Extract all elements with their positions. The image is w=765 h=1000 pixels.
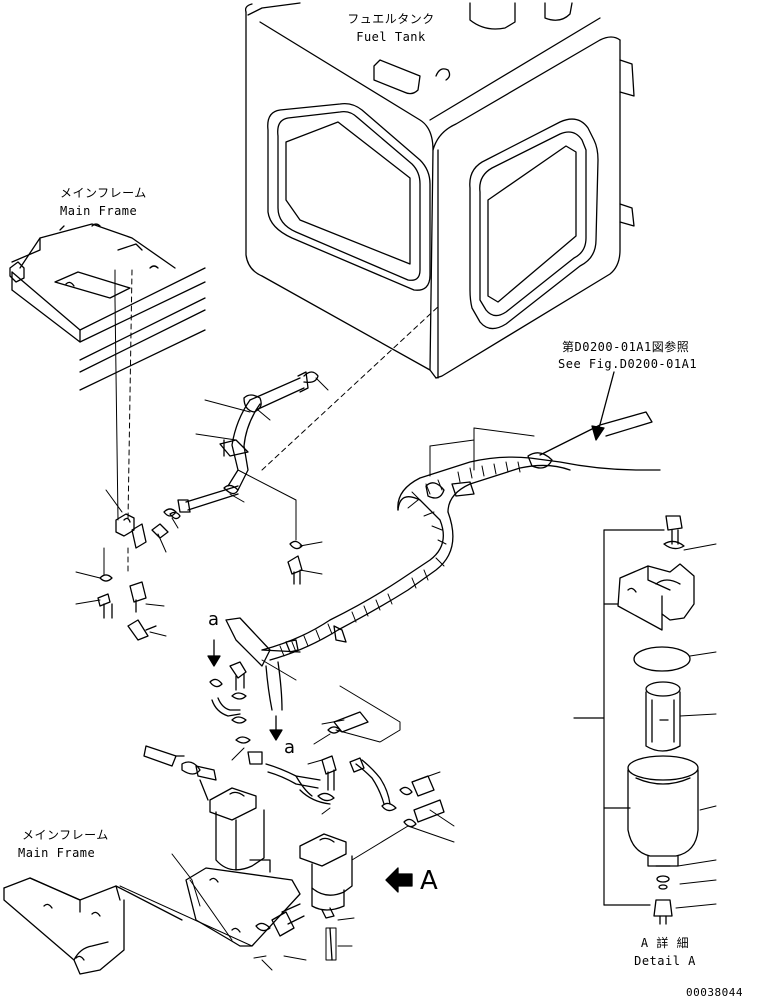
leader-lines — [104, 270, 118, 575]
fuel-tank-left-window — [268, 104, 430, 291]
bottom-bolts — [256, 904, 304, 936]
see-fig-arrow — [592, 372, 614, 440]
upper-fuel-hose — [164, 372, 318, 584]
main-frame-top-label-en: Main Frame — [60, 204, 138, 218]
see-fig-label-en[interactable]: See Fig.D0200-01A1 — [558, 357, 698, 371]
view-arrows — [208, 640, 282, 740]
filter-bracket — [186, 860, 300, 946]
fuel-filter-left — [210, 788, 264, 870]
fuel-tank — [246, 3, 634, 378]
see-fig-label-jp: 第D0200-01A1図参照 — [562, 340, 690, 354]
main-frame-top — [10, 224, 205, 390]
left-clamp-cluster — [98, 512, 180, 640]
main-frame-bottom — [4, 878, 182, 974]
guide-lines — [128, 270, 440, 575]
wrapped-hose — [226, 412, 660, 710]
main-frame-bottom-label-en: Main Frame — [18, 846, 96, 860]
view-letter-a-lower: a — [284, 737, 296, 758]
detail-marker-arrow[interactable] — [386, 868, 412, 892]
callout-leaders — [76, 378, 534, 970]
main-frame-bottom-label-jp: メインフレーム — [22, 828, 109, 842]
fuel-filter-right — [300, 834, 352, 960]
drawing-number: 00038044 — [686, 986, 743, 999]
fuel-tank-right-window — [470, 119, 598, 328]
fuel-tank-label-jp: フュエルタンク — [347, 12, 435, 26]
fuel-tank-label-en: Fuel Tank — [356, 30, 426, 44]
view-letter-a-upper: a — [208, 609, 220, 630]
lower-piping — [144, 662, 444, 827]
main-frame-top-label-jp: メインフレーム — [60, 186, 147, 200]
detail-a — [574, 516, 716, 924]
detail-a-label-jp: A 詳 細 — [640, 936, 690, 950]
detail-marker-label: A — [420, 866, 439, 896]
detail-a-label-en: Detail A — [634, 954, 696, 968]
